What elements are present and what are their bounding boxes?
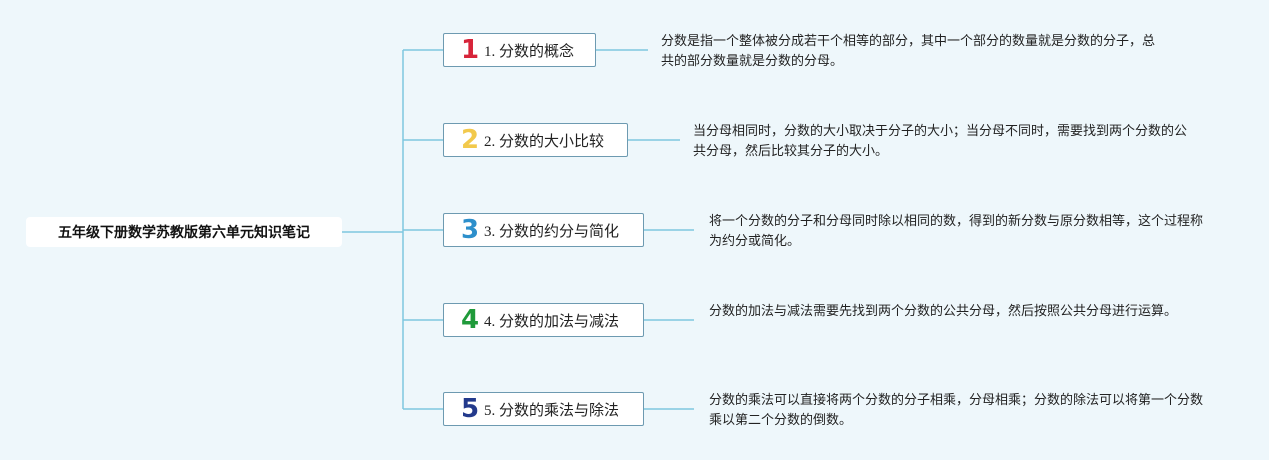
number-4-icon: 4 <box>460 305 480 335</box>
number-1-icon: 1 <box>460 35 480 65</box>
branch-1-node[interactable]: 1 1. 分数的概念 <box>443 33 596 67</box>
root-title: 五年级下册数学苏教版第六单元知识笔记 <box>58 225 310 241</box>
branch-5-label: 5. 分数的乘法与除法 <box>484 402 620 419</box>
branch-5-node[interactable]: 5 5. 分数的乘法与除法 <box>443 392 644 426</box>
number-3-icon: 3 <box>460 215 480 245</box>
branch-3-label: 3. 分数的约分与简化 <box>484 223 620 240</box>
root-topic[interactable]: 五年级下册数学苏教版第六单元知识笔记 <box>26 217 342 247</box>
branch-2-label: 2. 分数的大小比较 <box>484 133 605 150</box>
branch-1-label: 1. 分数的概念 <box>484 43 575 60</box>
branch-2-description: 当分母相同时，分数的大小取决于分子的大小；当分母不同时，需要找到两个分数的公共分… <box>693 124 1188 159</box>
branch-1-description: 分数是指一个整体被分成若干个相等的部分，其中一个部分的数量就是分数的分子，总共的… <box>661 34 1156 69</box>
branch-2-node[interactable]: 2 2. 分数的大小比较 <box>443 123 628 157</box>
number-2-icon: 2 <box>460 125 480 155</box>
number-5-icon: 5 <box>460 394 480 424</box>
branch-3-node[interactable]: 3 3. 分数的约分与简化 <box>443 213 644 247</box>
branch-3-description: 将一个分数的分子和分母同时除以相同的数，得到的新分数与原分数相等，这个过程称为约… <box>709 214 1204 249</box>
branch-4-label: 4. 分数的加法与减法 <box>484 313 620 330</box>
branch-4-description: 分数的加法与减法需要先找到两个分数的公共分母，然后按照公共分母进行运算。 <box>709 304 1178 319</box>
branch-4-node[interactable]: 4 4. 分数的加法与减法 <box>443 303 644 337</box>
branch-5-description: 分数的乘法可以直接将两个分数的分子相乘，分母相乘；分数的除法可以将第一个分数乘以… <box>709 393 1204 428</box>
